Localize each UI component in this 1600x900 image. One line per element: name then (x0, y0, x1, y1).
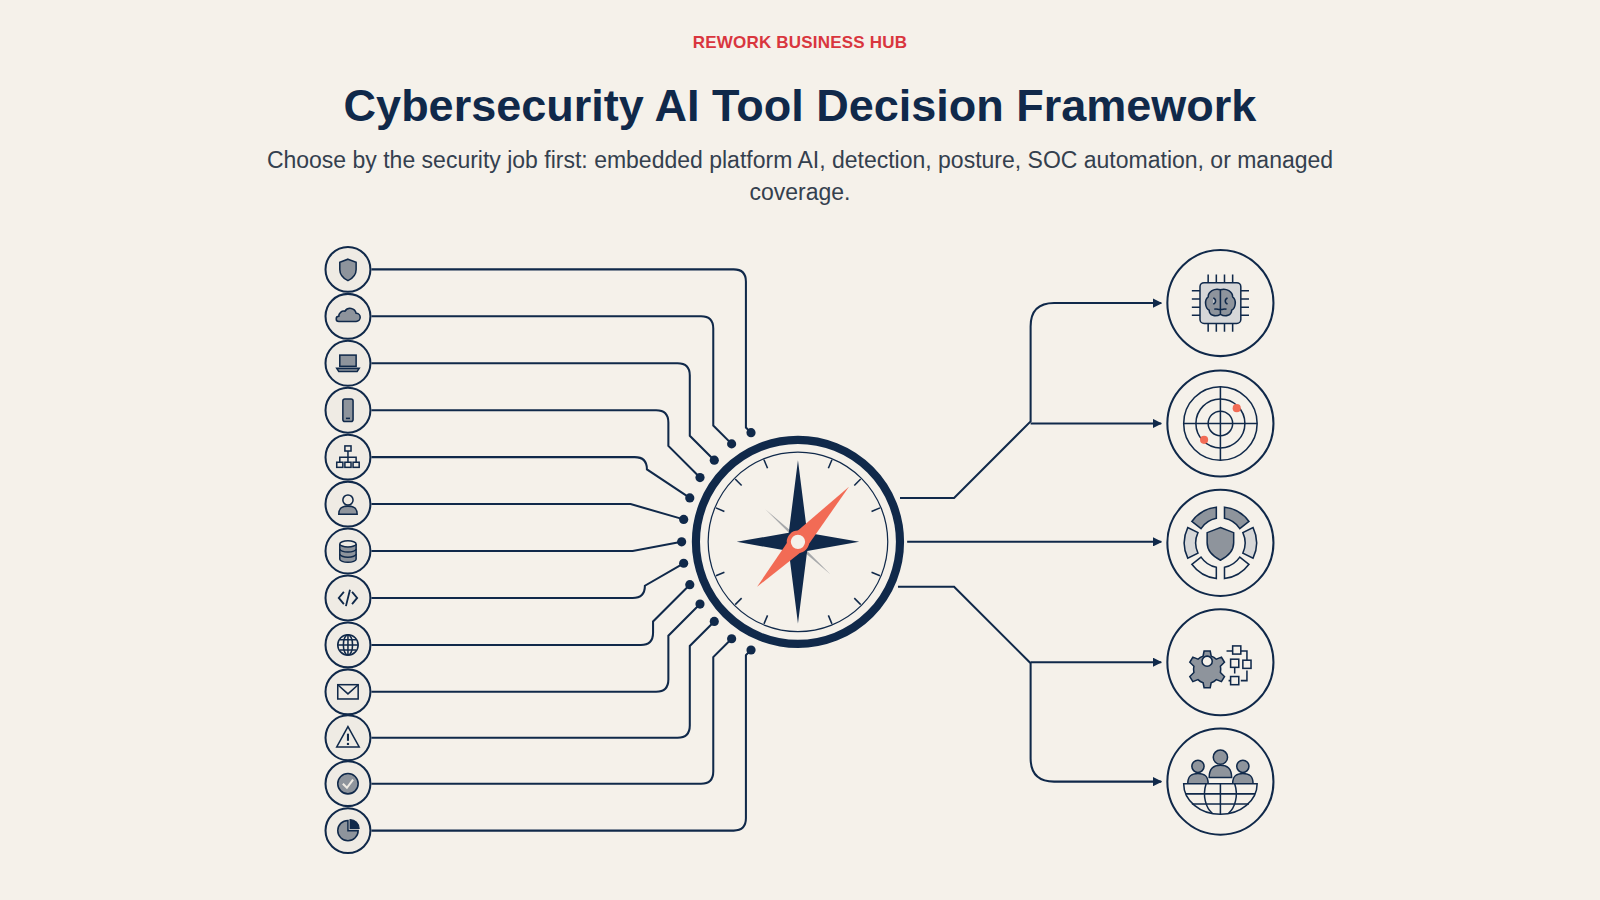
compass-hub (696, 440, 900, 644)
output-branches (898, 303, 1161, 782)
category-icons (1167, 250, 1273, 835)
subtitle-text: Choose by the security job first: embedd… (260, 144, 1340, 208)
brand-label: REWORK BUSINESS HUB (693, 33, 907, 53)
diagram-title: Cybersecurity AI Tool Decision Framework (344, 80, 1257, 132)
source-icons (326, 247, 371, 853)
